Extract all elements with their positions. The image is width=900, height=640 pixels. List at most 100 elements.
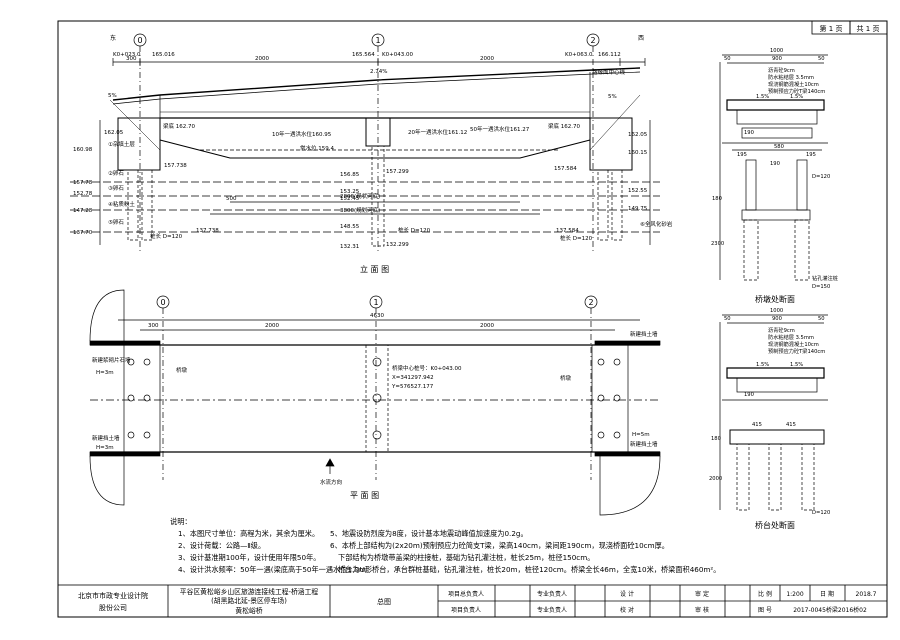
pier-slope-right: 1.5% [790, 94, 803, 100]
plan-dim-2000-right: 2000 [480, 323, 494, 329]
tb-r2c4: 审 核 [695, 606, 709, 614]
title-block-text: 北京市市政专业设计院 股份公司 平谷区黄松峪乡山区旅游连接线工程-桥涵工程 (胡… [78, 587, 877, 615]
plan-axis-1: 1 [373, 298, 378, 307]
el-147-28: 147.28 [73, 208, 93, 214]
abut-slope-right: 1.5% [790, 362, 803, 368]
pile-middle: 桩长 D=120 [398, 226, 431, 234]
el-160-15: 160.15 [628, 150, 648, 156]
page-total: 共 1 页 [857, 24, 880, 33]
wall-bottom-right: 新建挡土墙 [630, 440, 658, 448]
axis-0-label: 0 [137, 36, 142, 45]
pier-section-title: 桥墩处断面 [755, 294, 795, 304]
pier-label-left: 桥墩 [176, 366, 188, 374]
pier-d2300: 2300 [711, 241, 724, 247]
pier-section-labels: 1000 900 50 50 沥青砼9cm 防水粘结层 3.5mm 现浇钢筋混凝… [711, 48, 838, 304]
el-152-55: 152.55 [628, 188, 648, 194]
river-dim-500: 500 [226, 196, 237, 202]
plan-axis-0: 0 [160, 298, 165, 307]
tb-r2c5: 图 号 [758, 607, 772, 614]
bank-height-r: H=5m [632, 432, 650, 438]
el-160-98: 160.98 [73, 147, 93, 153]
elevation-title: 立 面 图 [360, 264, 389, 274]
title-block [57, 584, 888, 618]
bridge-center-station: 桥梁中心桩号：K0+043.00 [392, 364, 462, 372]
abut-w1000: 1000 [770, 308, 783, 314]
beam-bottom-left: 梁底 162.70 [163, 122, 195, 130]
bank-height-l1: H=3m [96, 370, 114, 376]
el-132-299: 132.299 [386, 242, 409, 248]
tb-drawing-number: 2017-0045桥梁2016桥02 [793, 606, 867, 614]
note-3: 3、设计基准期100年，设计使用年限50年。 [178, 553, 320, 562]
axis-2-label: 2 [590, 36, 595, 45]
abut-layer-3: 现浇钢筋混凝土10cm [768, 340, 819, 348]
el-152-45: 152.45 [340, 196, 360, 202]
tb-r2c1: 项目负责人 [451, 606, 481, 614]
plan-dim-2000-left: 2000 [265, 323, 279, 329]
note-6: 6、本桥上部结构为(2x20m)预制预应力砼简支T梁，梁高140cm，梁间距19… [330, 541, 669, 550]
drawing-name: 总图 [377, 597, 391, 606]
el-132-31: 132.31 [340, 244, 359, 250]
tb-r1c3: 设 计 [620, 590, 634, 598]
abut-w50-left: 50 [724, 316, 731, 322]
tb-r2c2: 专业负责人 [537, 606, 567, 614]
note-6c: 桥台为U形桥台，承台群桩基础，钻孔灌注桩，桩长20m，桩径120cm。桥梁全长4… [338, 565, 720, 574]
el-153-25: 153.25 [340, 189, 360, 195]
el-162-05-left: 162.05 [104, 130, 124, 136]
plan-axis-2: 2 [588, 298, 593, 307]
notes-heading: 说明： [170, 517, 192, 526]
grade-percent: 2.74% [370, 69, 387, 75]
abut-pile: D=120 [812, 510, 830, 516]
abut-d190: 190 [744, 392, 754, 398]
note-6b: 下部结构为桥墩带盖梁的柱接桩，基础为钻孔灌注桩，桩长25m，桩径150cm。 [338, 553, 594, 562]
pier-d580: 580 [774, 144, 784, 150]
abut-d415-right: 415 [786, 422, 796, 428]
note-4: 4、设计洪水频率：50年一遇(梁底高于50年一遇水位1.0m。 [178, 565, 373, 574]
abut-d2000: 2000 [709, 476, 722, 482]
pier-d180: 180 [712, 196, 722, 202]
tb-r1c4: 审 定 [695, 590, 709, 598]
abut-layer-4: 预制预应力砼T梁140cm [768, 347, 825, 355]
company-line-2: 股份公司 [99, 603, 127, 612]
wall-top-left: 新建浆砌片石墙 [92, 356, 131, 364]
pier-w50-right: 50 [818, 56, 825, 62]
note-5: 5、地震设防烈度为8度，设计基本地震动峰值加速度为0.2g。 [330, 529, 528, 538]
pier-w50-left: 50 [724, 56, 731, 62]
soil-layer-2: ②卵石 [108, 169, 124, 177]
dim-300: 300 [126, 56, 137, 62]
pile-right: 桩长 D=120 [560, 234, 593, 242]
pier-layer-4: 预制预应力砼T梁140cm [768, 87, 825, 95]
pier-d190: 190 [744, 130, 754, 136]
pier-d195-right: 195 [806, 152, 816, 158]
elev-0: 165.016 [152, 52, 175, 58]
el-157-738: 157.738 [164, 163, 187, 169]
tb-r1c2: 专业负责人 [537, 590, 567, 598]
el-152-78: 152.78 [73, 191, 93, 197]
dir-west: 西 [638, 35, 644, 42]
coord-x: X=341297.942 [392, 375, 434, 381]
abut-section-title: 桥台处断面 [755, 520, 795, 530]
pier-pile-note: 钻孔灌注桩 [812, 274, 838, 282]
pier-label-right: 桥墩 [560, 374, 572, 382]
pier-w1000: 1000 [770, 48, 783, 54]
dir-east: 东 [110, 34, 116, 42]
tb-r1c1: 项目总负责人 [448, 590, 484, 598]
plan-labels: 0 1 2 4630 300 2000 2000 桥梁中心桩号：K0+043.0… [92, 298, 658, 500]
pier-section [719, 54, 828, 281]
pier-layer-1: 沥青砼9cm [768, 66, 795, 74]
soil-layer-4: ④粘质粉土 [108, 200, 135, 208]
project-line-3: 黄松峪桥 [235, 606, 262, 615]
tb-r1c5: 比 例 [758, 590, 772, 598]
river-bed-existing: 2800(现状河底) [340, 192, 380, 200]
abut-d180: 180 [711, 436, 721, 442]
beam-bottom-right: 梁底 162.70 [548, 122, 580, 130]
pavement-note: 路缘面中心线 [592, 68, 626, 76]
el-137-584: 137.584 [556, 228, 579, 234]
note-1: 1、本图尺寸单位：高程为米，其余为厘米。 [178, 529, 319, 538]
station-1: K0+043.00 [382, 52, 413, 58]
dim-2000-left: 2000 [255, 56, 269, 62]
soil-layer-6: ⑥全风化砂岩 [640, 220, 673, 228]
elevation-view [70, 33, 660, 252]
company-line-1: 北京市市政专业设计院 [78, 591, 148, 600]
abutment-section [719, 314, 828, 511]
